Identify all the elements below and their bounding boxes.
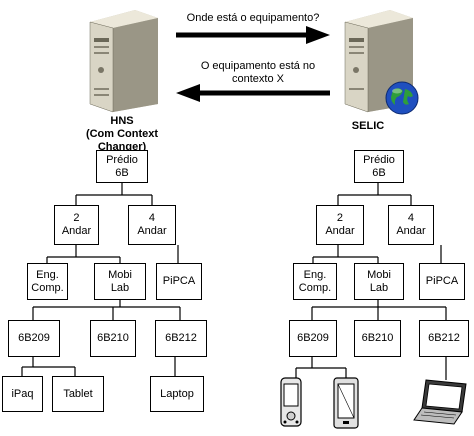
left-node-ipaq: iPaq: [2, 376, 43, 412]
right-tree-connectors: [295, 183, 447, 380]
right-node-pipca: PiPCA: [419, 263, 465, 300]
laptop-icon: [413, 379, 467, 425]
left-node-2-andar: 2 Andar: [54, 205, 99, 245]
left-node-4-andar: 4 Andar: [128, 205, 176, 245]
response-arrow: [176, 84, 330, 102]
right-node-6b210: 6B210: [354, 320, 401, 357]
pda-icon: [280, 377, 302, 427]
left-node-eng-comp: Eng. Comp.: [27, 263, 68, 300]
response-message: O equipamento está no contexto X: [200, 60, 316, 85]
left-node-tablet: Tablet: [52, 376, 104, 412]
left-node-mobi-lab: Mobi Lab: [94, 263, 146, 300]
right-node-4-andar: 4 Andar: [388, 205, 434, 245]
right-node-eng-comp: Eng. Comp.: [293, 263, 337, 300]
right-node-6b209: 6B209: [289, 320, 337, 357]
request-message: Onde está o equipamento?: [186, 12, 320, 24]
right-node-mobi-lab: Mobi Lab: [354, 263, 404, 300]
right-node-6b212: 6B212: [419, 320, 469, 357]
hns-server-label: HNS (Com Context Changer): [85, 115, 159, 153]
left-node-pipca: PiPCA: [156, 263, 202, 300]
globe-icon: [385, 81, 419, 115]
left-node-6b210: 6B210: [90, 320, 136, 357]
selic-server-label: SELIC: [351, 120, 385, 132]
tablet-icon: [333, 377, 359, 429]
right-node-2-andar: 2 Andar: [316, 205, 364, 245]
left-node-6b209: 6B209: [8, 320, 60, 357]
request-arrow: [176, 26, 330, 44]
left-node-predio: Prédio 6B: [96, 150, 148, 183]
left-node-6b212: 6B212: [155, 320, 207, 357]
left-node-laptop: Laptop: [150, 376, 204, 412]
right-node-predio: Prédio 6B: [354, 150, 404, 183]
hns-server-icon: [89, 10, 158, 113]
left-tree-connectors: [21, 183, 181, 376]
